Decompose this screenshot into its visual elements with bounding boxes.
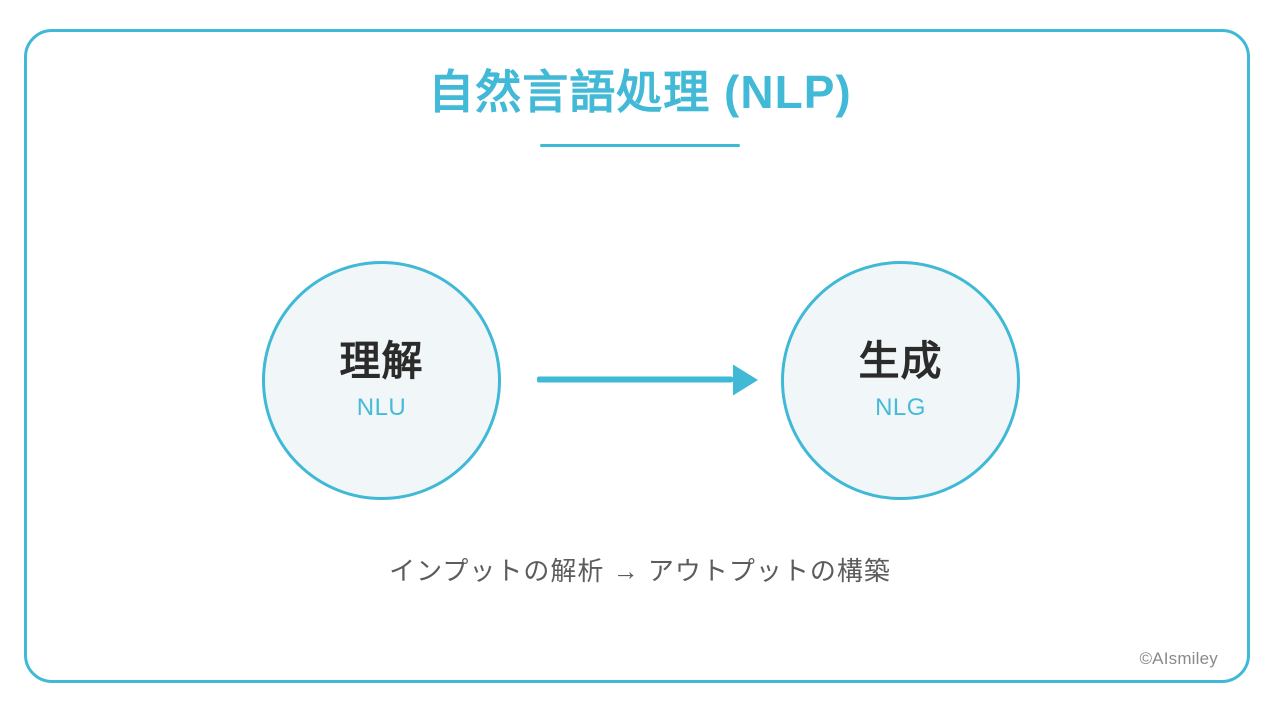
- diagram-node-nlu-title: 理解: [339, 338, 424, 385]
- diagram-node-nlu-subtitle: NLU: [356, 393, 407, 421]
- flow-arrow-icon: [537, 364, 758, 396]
- diagram-node-nlu: 理解 NLU: [262, 261, 501, 500]
- slide-frame-border: [24, 29, 1250, 683]
- diagram-node-nlg: 生成 NLG: [781, 261, 1020, 500]
- diagram-caption: インプットの解析 → アウトプットの構築: [389, 556, 891, 586]
- diagram-node-nlg-title: 生成: [858, 338, 943, 385]
- page-title-text: 自然言語処理 (NLP): [428, 66, 852, 118]
- diagram-node-nlg-subtitle: NLG: [875, 393, 926, 421]
- page-title: 自然言語処理 (NLP): [0, 66, 1280, 118]
- copyright-credit: ©AIsmiley: [1139, 649, 1218, 668]
- title-underline-rule: [540, 144, 740, 147]
